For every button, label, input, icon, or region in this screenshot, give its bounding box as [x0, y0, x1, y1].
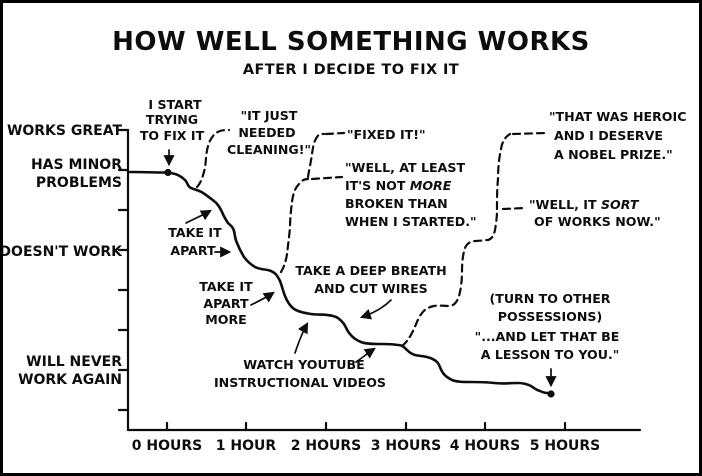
annotation-line: TO FIX IT: [140, 128, 205, 143]
y-label-works-great: WORKS GREAT: [7, 123, 123, 139]
annotation-line: (TURN TO OTHER: [489, 291, 610, 306]
annotation-line: AND I DESERVE: [554, 128, 663, 143]
annotation-line: A NOBEL PRIZE.": [554, 147, 673, 162]
annotation-lesson-to-you: (TURN TO OTHER POSSESSIONS) "...AND LET …: [475, 291, 620, 362]
annotation-arrows: [163, 149, 557, 388]
annotation-line: "WELL, AT LEAST: [345, 160, 465, 175]
annotation-deep-breath-cut-wires: TAKE A DEEP BREATH AND CUT WIRES: [295, 263, 446, 296]
annotation-line: OF WORKS NOW.": [534, 214, 661, 229]
annotation-line: TAKE A DEEP BREATH: [295, 263, 446, 278]
x-label-2h: 2 HOURS: [291, 438, 361, 454]
x-label-3h: 3 HOURS: [371, 438, 441, 454]
annotation-take-it-apart: TAKE IT APART: [168, 225, 222, 258]
annotation-line: A LESSON TO YOU.": [481, 347, 620, 362]
arrow-watch-youtube-1: [294, 322, 309, 354]
annotation-fixed-it: "FIXED IT!": [347, 127, 426, 142]
annotation-sort-of-works: "WELL, IT SORT OF WORKS NOW.": [529, 197, 661, 229]
imagined-heroic-line: [400, 131, 548, 348]
start-point-dot: [164, 168, 172, 177]
annotation-at-least-not-more-broken: "WELL, AT LEAST IT'S NOT MORE BROKEN THA…: [345, 160, 477, 229]
annotation-line: "THAT WAS HEROIC: [549, 109, 686, 124]
annotation-needed-cleaning: "IT JUST NEEDED CLEANING!": [227, 108, 311, 157]
annotation-start-trying: I START TRYING TO FIX IT: [140, 97, 205, 143]
annotation-line: "WELL, IT SORT: [529, 197, 640, 212]
y-label-will-never: WILL NEVER: [26, 354, 122, 370]
chart-subtitle: AFTER I DECIDE TO FIX IT: [243, 62, 459, 78]
annotation-line: WHEN I STARTED.": [345, 214, 477, 229]
annotation-line: "IT JUST: [241, 108, 298, 123]
y-label-has-minor: HAS MINOR: [31, 157, 122, 173]
arrow-watch-youtube-2: [355, 347, 376, 363]
annotation-take-it-apart-more: TAKE IT APART MORE: [199, 279, 253, 327]
x-label-4h: 4 HOURS: [450, 438, 520, 454]
annotation-line: IT'S NOT MORE: [345, 178, 452, 193]
x-label-5h: 5 HOURS: [530, 438, 600, 454]
y-label-doesnt-work: DOESN'T WORK: [3, 244, 123, 260]
end-point-dot: [547, 390, 555, 398]
arrow-cut-wires: [359, 299, 392, 320]
annotation-line: APART: [170, 243, 216, 258]
annotation-line: TRYING: [146, 112, 198, 127]
chart-canvas: HOW WELL SOMETHING WORKS AFTER I DECIDE …: [3, 27, 686, 454]
x-axis-ticks: [165, 421, 567, 432]
annotation-line: INSTRUCTIONAL VIDEOS: [214, 375, 386, 390]
x-label-1h: 1 HOUR: [216, 438, 277, 454]
x-label-0h: 0 HOURS: [132, 438, 202, 454]
annotation-line: APART: [203, 296, 249, 311]
annotation-line: NEEDED: [238, 125, 295, 140]
annotation-line: BROKEN THAN: [345, 196, 448, 211]
annotation-heroic-nobel: "THAT WAS HEROIC AND I DESERVE A NOBEL P…: [549, 109, 686, 162]
annotation-line: POSSESSIONS): [498, 309, 602, 324]
annotation-line: WATCH YOUTUBE: [243, 357, 364, 372]
arrow-take-apart-1: [185, 209, 212, 224]
annotation-line: MORE: [205, 312, 247, 327]
y-label-problems: PROBLEMS: [36, 175, 122, 191]
chart-title: HOW WELL SOMETHING WORKS: [112, 27, 590, 57]
y-axis-ticks: [117, 128, 130, 412]
annotation-line: CLEANING!": [227, 142, 311, 157]
x-axis-labels: 0 HOURS 1 HOUR 2 HOURS 3 HOURS 4 HOURS 5…: [132, 438, 600, 454]
annotation-line: TAKE IT: [199, 279, 253, 294]
arrow-take-apart-more: [250, 291, 275, 306]
annotation-line: TAKE IT: [168, 225, 222, 240]
imagined-cleaning-line: [195, 128, 231, 189]
imagined-fixed-it-line: [279, 131, 346, 274]
annotation-line: I START: [148, 97, 202, 112]
annotation-line: "...AND LET THAT BE: [475, 329, 620, 344]
y-label-work-again: WORK AGAIN: [18, 372, 122, 388]
actual-condition-line: [128, 170, 550, 395]
annotation-line: AND CUT WIRES: [314, 281, 428, 296]
annotation-watch-youtube: WATCH YOUTUBE INSTRUCTIONAL VIDEOS: [214, 357, 386, 390]
